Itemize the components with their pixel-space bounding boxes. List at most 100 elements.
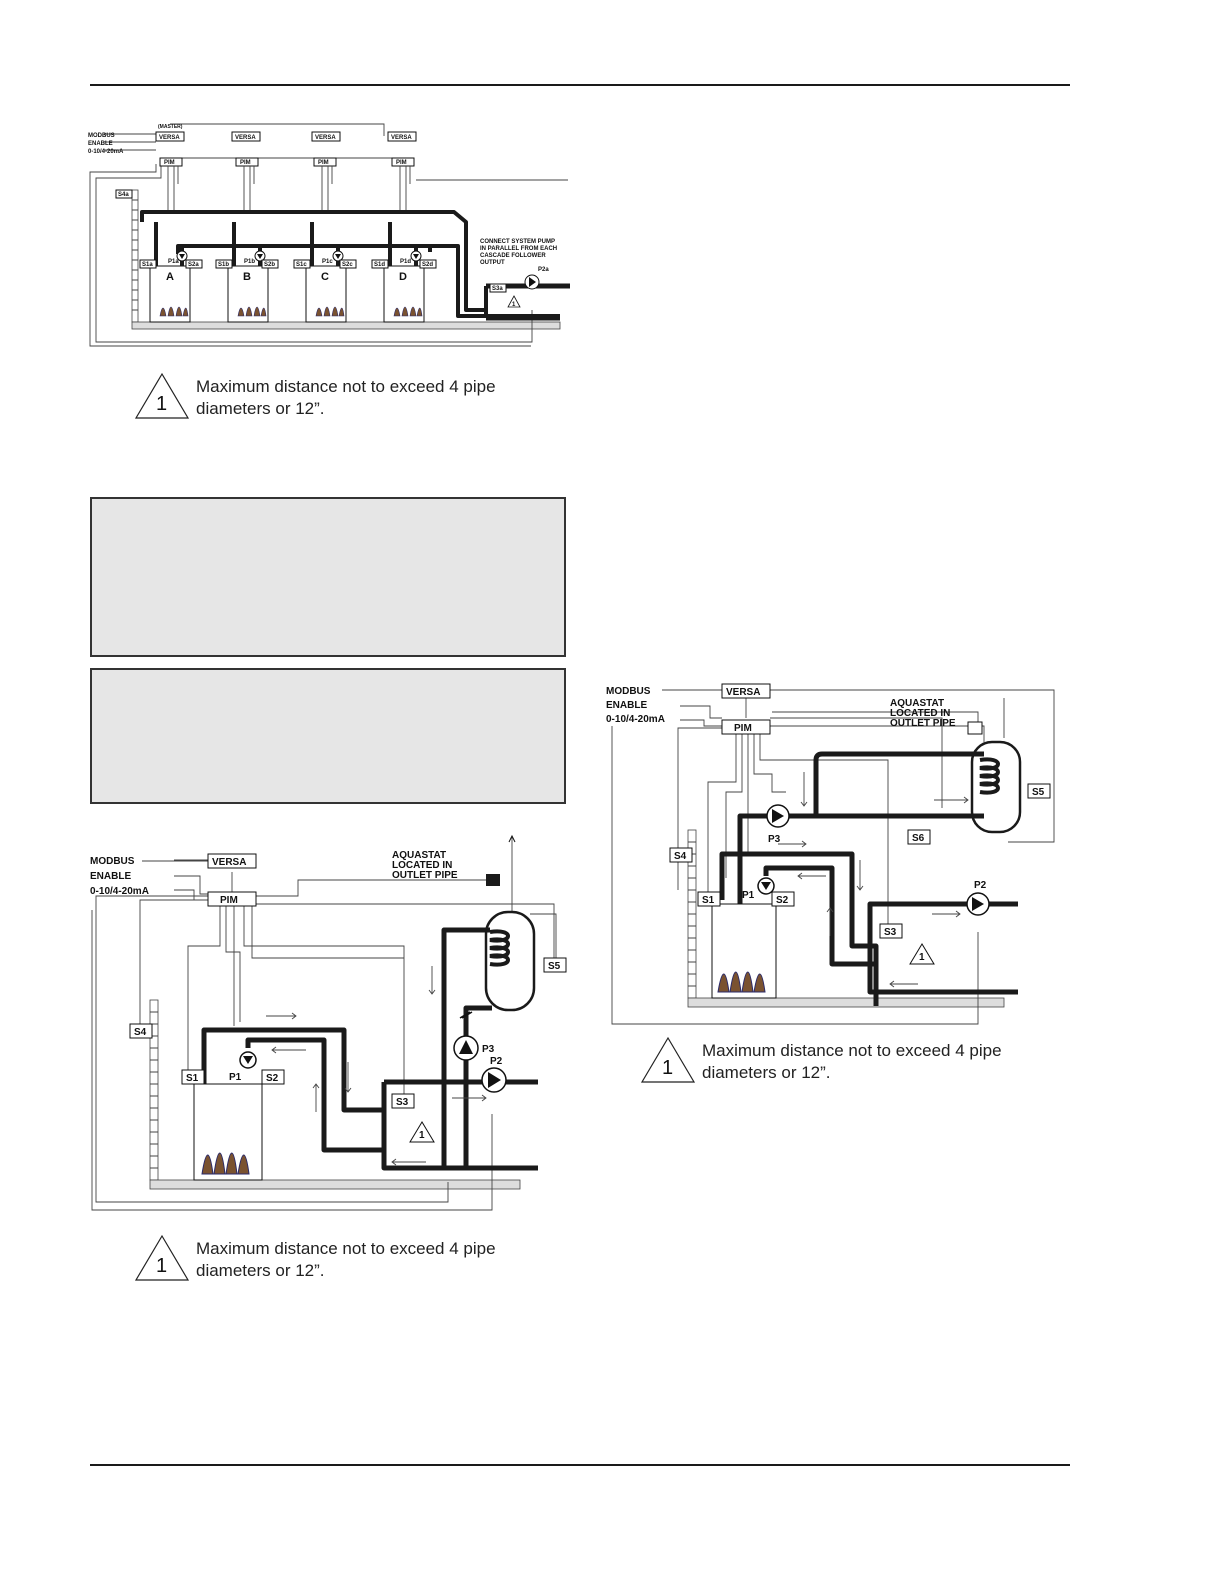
distance-note-3: 1 Maximum distance not to exceed 4 pipe … bbox=[640, 1036, 1060, 1100]
svg-text:P1a: P1a bbox=[168, 259, 179, 265]
pump-p1-icon bbox=[757, 877, 775, 895]
pim-label: PIM bbox=[164, 160, 175, 166]
svg-text:VERSA: VERSA bbox=[726, 687, 760, 698]
pim-label: PIM bbox=[318, 160, 329, 166]
boiler-d-labels: S1d P1d S2d D bbox=[371, 259, 437, 283]
s3-sensor-tag: S3 bbox=[879, 923, 903, 939]
pim-box-b: PIM bbox=[235, 157, 259, 167]
note-line-1: Maximum distance not to exceed 4 pipe bbox=[196, 1239, 496, 1258]
versa-box-c: VERSA bbox=[311, 131, 341, 142]
warning-triangle-icon: 1 bbox=[134, 1234, 190, 1281]
pump-p1-icon bbox=[239, 1051, 257, 1069]
signal-label: 0-10/4-20mA bbox=[90, 886, 149, 897]
svg-text:S2d: S2d bbox=[422, 262, 433, 268]
svg-text:1: 1 bbox=[512, 302, 516, 308]
pump-note-line-4: OUTPUT bbox=[480, 260, 505, 266]
svg-text:1: 1 bbox=[919, 952, 925, 963]
boiler-b bbox=[227, 265, 269, 323]
aquastat-icon bbox=[486, 874, 500, 886]
svg-text:P1d: P1d bbox=[400, 259, 411, 265]
note-line-2: diameters or 12”. bbox=[196, 1261, 325, 1280]
svg-text:S3: S3 bbox=[884, 927, 897, 938]
svg-text:S1c: S1c bbox=[296, 262, 307, 268]
versa-label: VERSA bbox=[315, 135, 336, 141]
versa-label: VERSA bbox=[159, 135, 180, 141]
pim-box: PIM bbox=[207, 891, 257, 907]
pim-box: PIM bbox=[721, 719, 771, 735]
s1-sensor-tag: S1 bbox=[697, 891, 721, 907]
aquastat-label-3: OUTLET PIPE bbox=[890, 718, 956, 729]
wall-hatch bbox=[149, 999, 159, 1181]
enable-label: ENABLE bbox=[606, 700, 647, 711]
svg-text:P1c: P1c bbox=[322, 259, 333, 265]
tank-supply-pipe bbox=[737, 751, 984, 912]
pump-p3-icon bbox=[766, 804, 790, 828]
warning-triangle-icon: 1 bbox=[134, 372, 190, 419]
pump-p2-icon bbox=[966, 892, 990, 916]
boiler-c-labels: S1c P1c S2c C bbox=[293, 259, 357, 283]
warning-triangle-icon: 1 bbox=[909, 943, 935, 965]
pump-p2-icon bbox=[481, 1067, 507, 1093]
p3-label: P3 bbox=[482, 1044, 495, 1055]
svg-text:P1b: P1b bbox=[244, 259, 255, 265]
pump-note-line-2: IN PARALLEL FROM EACH bbox=[480, 246, 557, 252]
svg-text:S2: S2 bbox=[266, 1073, 279, 1084]
p2-label: P2 bbox=[490, 1056, 503, 1067]
grey-note-box-2 bbox=[90, 668, 566, 804]
indirect-tank bbox=[970, 740, 1022, 834]
svg-text:S1: S1 bbox=[186, 1073, 199, 1084]
boiler bbox=[711, 903, 777, 999]
svg-text:S1d: S1d bbox=[374, 262, 385, 268]
svg-text:VERSA: VERSA bbox=[212, 857, 246, 868]
svg-text:S1: S1 bbox=[702, 895, 715, 906]
pim-label: PIM bbox=[240, 160, 251, 166]
signal-label: 0-10/4-20mA bbox=[88, 149, 124, 155]
indirect-tank-primary-loop-diagram: MODBUS ENABLE 0-10/4-20mA VERSA PIM AQUA… bbox=[606, 683, 1055, 1025]
svg-text:PIM: PIM bbox=[734, 723, 752, 734]
svg-text:B: B bbox=[243, 271, 251, 283]
versa-box-d: VERSA bbox=[387, 131, 417, 142]
svg-text:A: A bbox=[166, 271, 174, 283]
s4a-sensor-tag: S4a bbox=[115, 189, 133, 199]
aquastat-label-2: LOCATED IN bbox=[890, 708, 950, 719]
boiler-d bbox=[383, 265, 425, 323]
svg-text:S3: S3 bbox=[396, 1097, 409, 1108]
distance-note-2: 1 Maximum distance not to exceed 4 pipe … bbox=[134, 1234, 554, 1298]
svg-text:1: 1 bbox=[156, 1255, 167, 1277]
pump-p1d-icon bbox=[410, 250, 422, 262]
pim-box-a: PIM bbox=[159, 157, 183, 167]
pim-box-c: PIM bbox=[313, 157, 337, 167]
svg-text:S4: S4 bbox=[134, 1027, 147, 1038]
wall-hatch bbox=[131, 189, 139, 323]
pump-p3-icon bbox=[453, 1035, 479, 1061]
enable-label: ENABLE bbox=[88, 141, 113, 147]
indirect-tank-piping-diagram: MODBUS ENABLE 0-10/4-20mA VERSA PIM AQUA… bbox=[90, 834, 567, 1211]
versa-label: VERSA bbox=[391, 135, 412, 141]
p2-label: P2 bbox=[974, 880, 987, 891]
distance-note-1: 1 Maximum distance not to exceed 4 pipe … bbox=[134, 372, 554, 436]
svg-text:S5: S5 bbox=[1032, 787, 1045, 798]
floor-hatch bbox=[131, 321, 561, 330]
p3-label: P3 bbox=[768, 834, 781, 845]
master-label: (MASTER) bbox=[158, 124, 183, 130]
boiler-b-labels: S1b P1b S2b B bbox=[215, 259, 279, 283]
svg-text:S2a: S2a bbox=[188, 262, 199, 268]
svg-text:1: 1 bbox=[419, 1130, 425, 1141]
s4-sensor-tag: S4 bbox=[669, 847, 693, 863]
indirect-tank bbox=[484, 910, 536, 1012]
pim-label: PIM bbox=[396, 160, 407, 166]
versa-box-b: VERSA bbox=[231, 131, 261, 142]
svg-text:S2: S2 bbox=[776, 895, 789, 906]
s3a-sensor-tag: S3a bbox=[489, 283, 507, 293]
signal-label: 0-10/4-20mA bbox=[606, 714, 665, 725]
p2a-label: P2a bbox=[538, 267, 549, 273]
svg-text:D: D bbox=[399, 271, 407, 283]
boiler-c bbox=[305, 265, 347, 323]
svg-text:S2c: S2c bbox=[342, 262, 353, 268]
aquastat-label-1: AQUASTAT bbox=[392, 850, 446, 861]
s1-sensor-tag: S1 bbox=[181, 1069, 205, 1085]
bottom-rule bbox=[90, 1464, 1070, 1466]
s2-sensor-tag: S2 bbox=[261, 1069, 285, 1085]
modbus-label: MODBUS bbox=[606, 686, 651, 697]
versa-box: VERSA bbox=[207, 853, 257, 869]
